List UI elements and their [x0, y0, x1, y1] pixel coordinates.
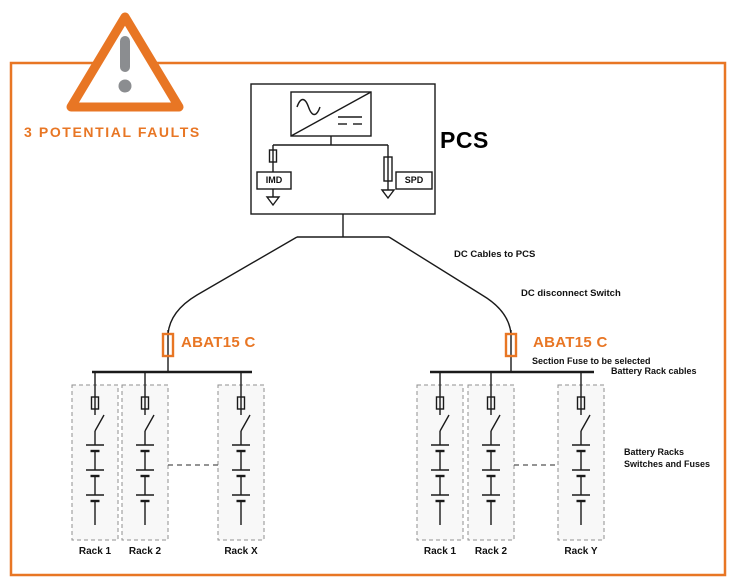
fault-count-title: 3 POTENTIAL FAULTS: [24, 124, 201, 140]
warning-triangle-icon: [66, 12, 184, 112]
ground-icon: [265, 196, 281, 207]
imd-branch: [256, 145, 292, 207]
rack-label-right-1: Rack 1: [423, 546, 457, 557]
rack-label-right-y: Rack Y: [564, 546, 598, 557]
rack-label-right-2: Rack 2: [474, 546, 508, 557]
rack-label-left-1: Rack 1: [78, 546, 112, 557]
rack-label-left-2: Rack 2: [128, 546, 162, 557]
imd-label: IMD: [265, 175, 283, 185]
ground-icon: [380, 189, 396, 200]
spd-label: SPD: [404, 175, 424, 185]
dc-disconnect-label: DC disconnect Switch: [521, 288, 621, 299]
dc-cables-label: DC Cables to PCS: [454, 249, 536, 260]
pcs-title: PCS: [440, 127, 489, 153]
section-fuse-left: [161, 332, 175, 358]
spd-branch: [380, 145, 433, 200]
diagram-border: [9, 61, 727, 577]
rack-left-x: [216, 370, 266, 542]
battery-rack-cables-label: Battery Rack cables: [611, 366, 697, 376]
battery-racks-note-line1: Battery Racks: [624, 447, 685, 457]
rack-right-y: [556, 370, 606, 542]
battery-racks-note-line2: Switches and Fuses: [624, 459, 711, 469]
dc-cables: [92, 214, 594, 374]
abat15c-left-label: ABAT15 C: [181, 334, 256, 351]
abat15c-right-label: ABAT15 C: [533, 334, 608, 351]
inverter-symbol: [290, 91, 372, 137]
section-fuse-right: [504, 332, 518, 358]
rack-label-left-x: Rack X: [224, 546, 258, 557]
rack-right-2: [466, 370, 516, 542]
pcs-block: [250, 83, 436, 215]
section-fuse-note: Section Fuse to be selected: [532, 356, 651, 366]
rack-right-1: [415, 370, 465, 542]
rack-left-2: [120, 370, 170, 542]
rack-left-1: [70, 370, 120, 542]
